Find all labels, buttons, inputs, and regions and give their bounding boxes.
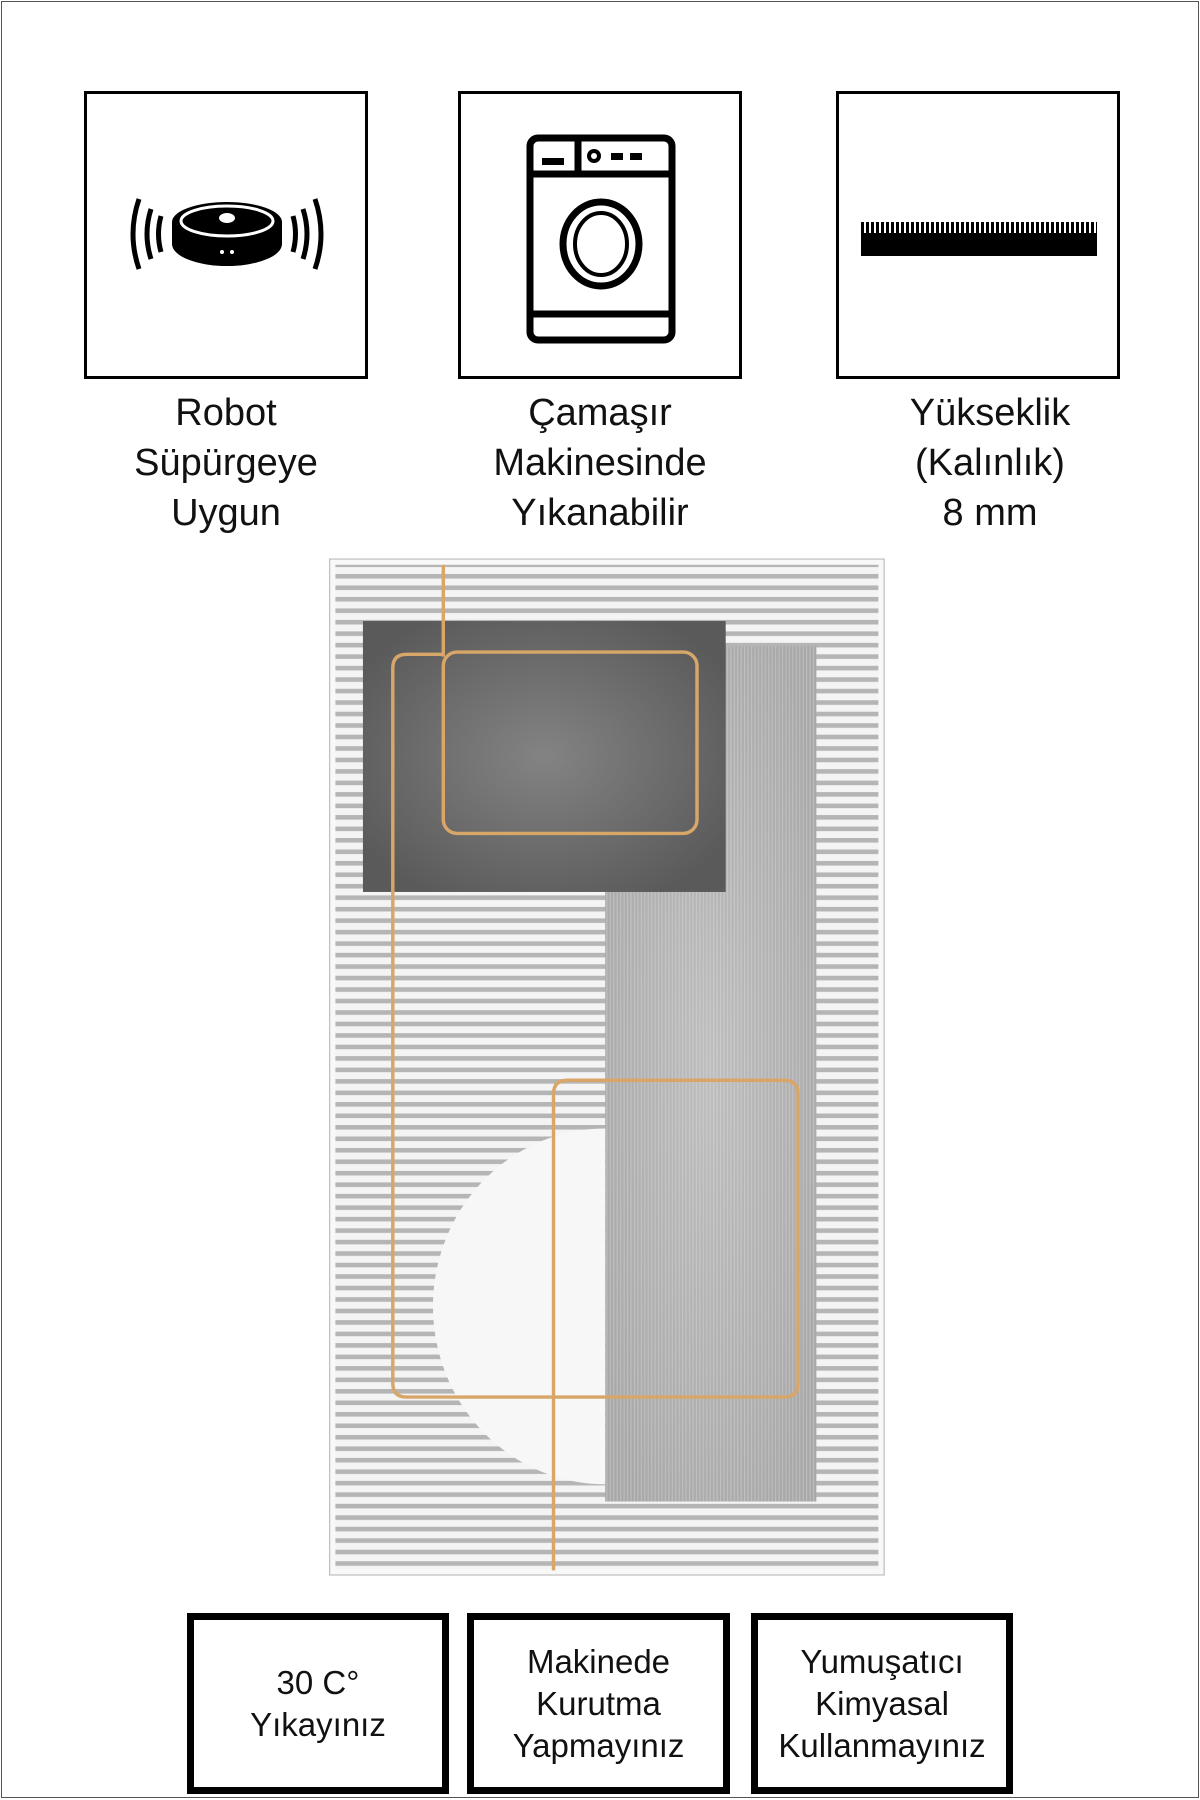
gold-lines [391,564,800,1571]
care-line: Kullanmayınız [778,1726,986,1764]
robot-vacuum-box [84,91,368,379]
feature-label-washing: Çamaşır Makinesinde Yıkanabilir [450,388,750,538]
care-line: Yıkayınız [250,1705,386,1743]
feature-label-line: Uygun [171,492,281,534]
pile-height-box [836,91,1120,379]
robot-vacuum-icon [130,198,324,270]
care-line: Yumuşatıcı [800,1642,964,1680]
care-line: Kimyasal [815,1684,949,1722]
feature-label-line: Robot [175,392,277,434]
feature-label-line: Çamaşır [528,392,672,434]
washing-machine-icon [526,134,676,344]
washing-machine-box [458,91,742,379]
feature-label-line: Yıkanabilir [511,492,689,534]
feature-label-robot: Robot Süpürgeye Uygun [76,388,376,538]
pile-height-icon [861,222,1097,256]
care-line: 30 C° [276,1663,360,1701]
feature-label-line: Yükseklik [909,392,1071,434]
care-line: Kurutma [536,1684,661,1722]
care-line: Yapmayınız [512,1726,685,1764]
feature-label-line: (Kalınlık) [915,442,1065,484]
feature-label-height: Yükseklik (Kalınlık) 8 mm [840,388,1140,538]
care-box-no-dryer: Makinede Kurutma Yapmayınız [467,1613,730,1794]
feature-label-line: Süpürgeye [134,442,318,484]
care-box-wash-temp: 30 C° Yıkayınız [187,1613,449,1794]
feature-label-line: 8 mm [942,492,1038,534]
care-line: Makinede [526,1642,671,1680]
feature-label-line: Makinesinde [493,442,707,484]
care-box-no-softener: Yumuşatıcı Kimyasal Kullanmayınız [751,1613,1013,1794]
